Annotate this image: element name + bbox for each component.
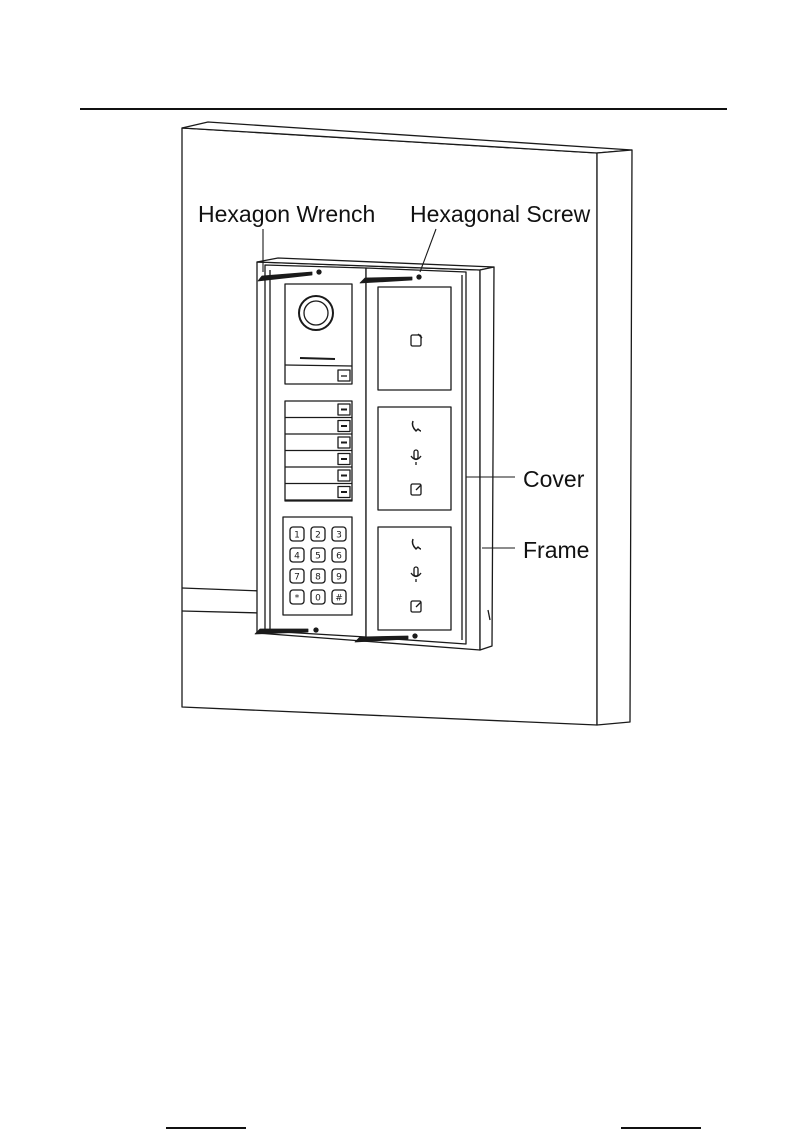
label-hexagonal-screw: Hexagonal Screw xyxy=(410,201,591,227)
button-module xyxy=(285,401,352,501)
keypad-key-label: 8 xyxy=(315,573,321,583)
keypad-key-label: 5 xyxy=(315,552,321,562)
call-module-2 xyxy=(378,527,451,630)
keypad-key-label: # xyxy=(335,594,343,604)
keypad-key-label: 9 xyxy=(336,573,342,583)
keypad-key-label: 6 xyxy=(336,552,342,562)
call-module-1 xyxy=(378,407,451,510)
label-cover: Cover xyxy=(523,466,585,492)
footer-rule-right xyxy=(621,1127,701,1129)
keypad-key-label: 4 xyxy=(294,552,300,562)
footer-rule-left xyxy=(166,1127,246,1129)
keypad-key-label: 7 xyxy=(294,573,300,583)
camera-module xyxy=(285,284,352,384)
keypad-key-label: * xyxy=(295,594,300,604)
keypad-module: 1 2 3 4 5 6 7 8 9 * 0 # xyxy=(283,517,352,615)
keypad-key-label: 3 xyxy=(336,531,342,541)
label-frame: Frame xyxy=(523,537,589,563)
card-reader-module xyxy=(378,287,451,390)
keypad-key-label: 0 xyxy=(315,594,321,604)
keypad-key-label: 1 xyxy=(294,531,300,541)
label-hexagon-wrench: Hexagon Wrench xyxy=(198,201,375,227)
keypad-key-label: 2 xyxy=(315,531,321,541)
